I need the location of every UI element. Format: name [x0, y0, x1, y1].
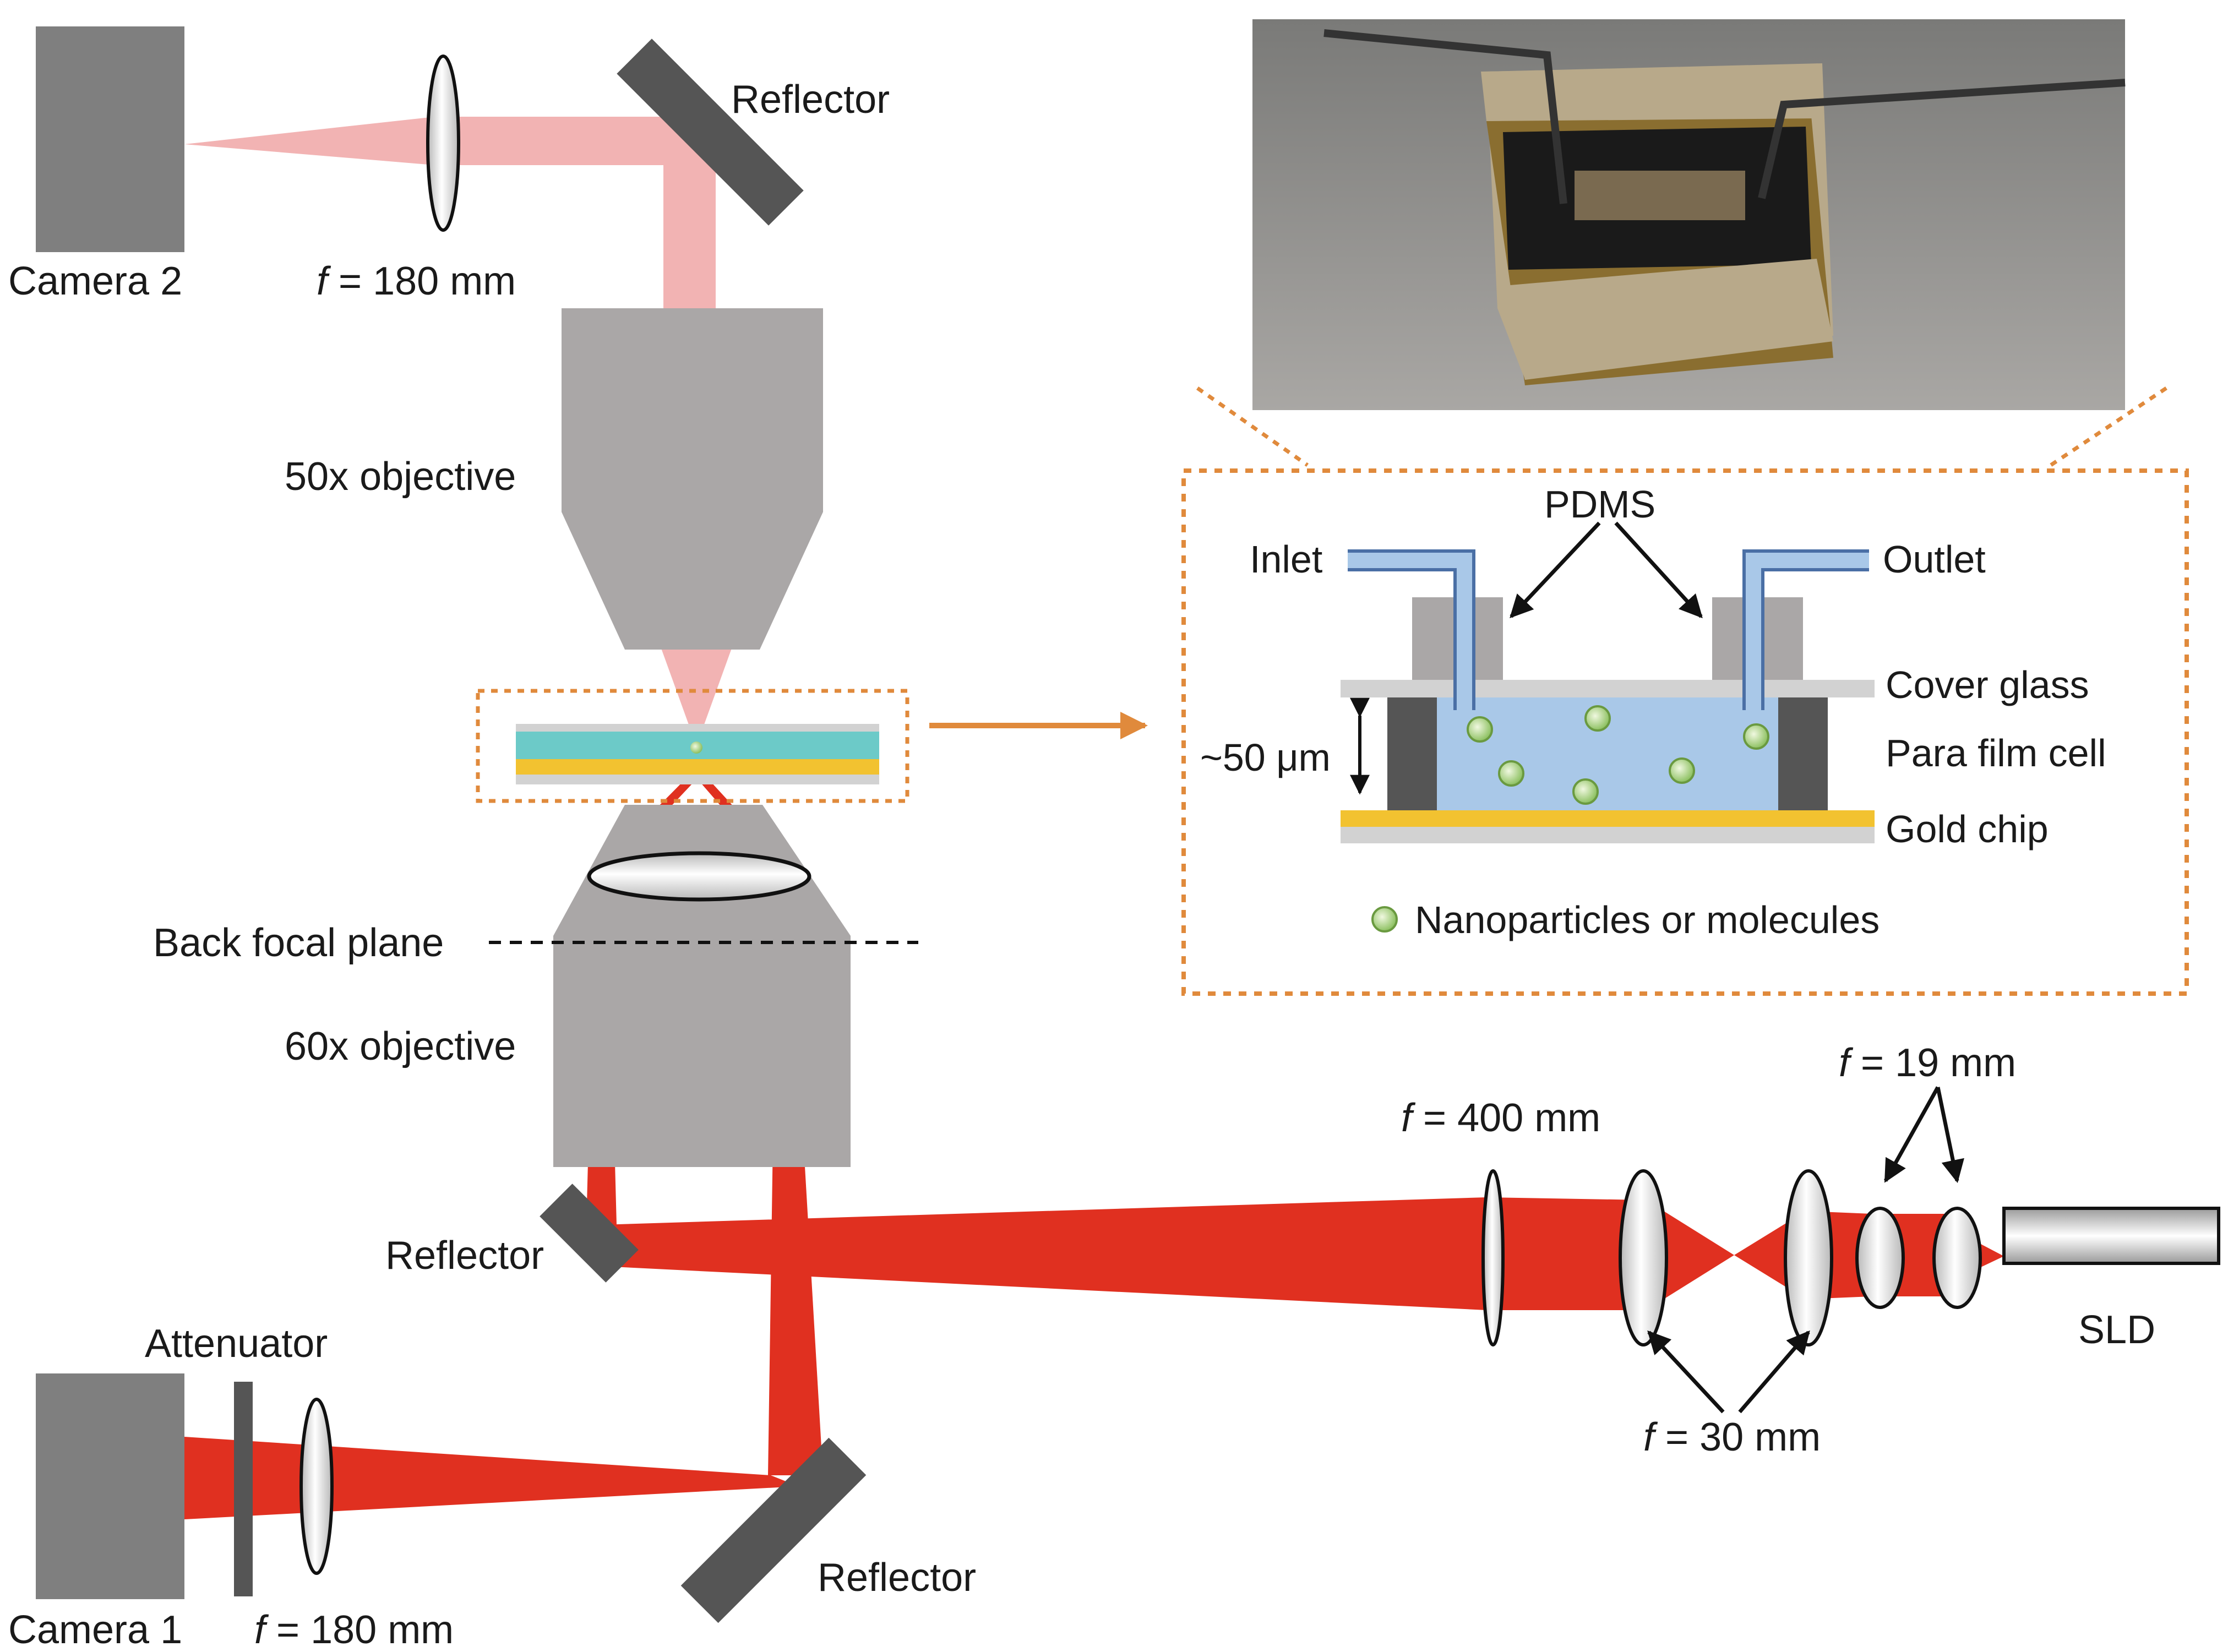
lens-30-left — [1619, 1169, 1668, 1346]
arrow-f19-left — [1883, 1086, 1940, 1183]
reflector-top — [617, 39, 804, 226]
label-60x-objective: 60x objective — [285, 1024, 516, 1068]
lens-180-bottom — [299, 1398, 334, 1575]
lens-callout-arrows — [1647, 1086, 1964, 1414]
label-camera-1: Camera 1 — [8, 1608, 182, 1652]
particle — [1584, 705, 1611, 732]
label-cover-glass: Cover glass — [1886, 663, 2089, 706]
flow-cell-inset: PDMS Inlet Outlet Cover glass Para film … — [1181, 468, 2189, 996]
inset-substrate — [1341, 827, 1875, 843]
photo-tube-right — [1758, 79, 2126, 199]
particle — [1572, 778, 1599, 805]
label-f-180-top: f = 180 mm — [317, 259, 516, 303]
inset-border — [1181, 468, 2189, 996]
arrow-pdms-right — [1614, 521, 1703, 619]
label-50x-objective: 50x objective — [285, 455, 516, 499]
label-gold-chip: Gold chip — [1886, 808, 2049, 850]
inlet-tube-inner — [1348, 553, 1472, 710]
photo-paper-top — [1481, 66, 1822, 121]
particle — [1743, 723, 1769, 750]
label-legend: Nanoparticles or molecules — [1415, 898, 1880, 941]
label-pdms: PDMS — [1544, 483, 1655, 526]
pink-beam-camera2 — [184, 117, 435, 165]
arrow-pdms-left — [1510, 521, 1601, 619]
label-f-180-bottom: f = 180 mm — [254, 1608, 454, 1652]
photo-paper-front — [1497, 259, 1833, 380]
label-f-400: f = 400 mm — [1401, 1096, 1600, 1140]
photo-zoom-lines — [1196, 386, 2167, 467]
arrow-f19-right — [1936, 1087, 1964, 1184]
label-camera-2: Camera 2 — [8, 259, 182, 303]
particle — [1498, 760, 1524, 787]
red-beam — [184, 768, 2004, 1519]
inset-particles — [1467, 705, 1769, 805]
label-outlet: Outlet — [1883, 538, 1986, 581]
red-beam-long — [600, 1197, 1486, 1310]
label-f-30: f = 30 mm — [1643, 1415, 1821, 1459]
legend-particle — [1371, 906, 1398, 933]
label-reflector-mid: Reflector — [385, 1234, 544, 1278]
arrow-f30-left — [1647, 1330, 1725, 1414]
sample-substrate — [516, 775, 879, 784]
reflector-mid — [540, 1184, 639, 1283]
para-film-right — [1778, 697, 1828, 810]
label-para-film-cell: Para film cell — [1886, 732, 2106, 775]
label-sld: SLD — [2078, 1308, 2155, 1352]
pink-beam-vertical — [663, 117, 716, 308]
outlet-tube-inner — [1746, 553, 1869, 710]
para-film-left — [1387, 697, 1437, 810]
label-f-19: f = 19 mm — [1839, 1041, 2016, 1085]
label-reflector-bottom: Reflector — [818, 1556, 976, 1600]
photo-chip-stripe — [1575, 171, 1745, 220]
pink-beam-horizontal — [435, 117, 716, 165]
particle — [1467, 716, 1493, 743]
lens-19-left — [1855, 1207, 1905, 1309]
label-back-focal-plane: Back focal plane — [153, 921, 444, 965]
objective-50x — [562, 308, 823, 650]
lens-400 — [1481, 1169, 1505, 1346]
red-beam-from-focus — [1646, 1200, 1734, 1310]
particle — [1669, 757, 1695, 784]
label-attenuator: Attenuator — [145, 1322, 328, 1366]
pdms-arrows — [1510, 521, 1703, 619]
lens-30-right — [1784, 1169, 1833, 1346]
red-beam-to-lens400 — [1486, 1197, 1646, 1310]
arrow-f30-right — [1738, 1330, 1810, 1414]
pink-beam — [184, 117, 732, 746]
reflector-bottom — [680, 1437, 867, 1623]
lens-180-top — [426, 54, 460, 232]
sample-highlight-box — [476, 689, 909, 803]
label-reflector-top: Reflector — [731, 78, 890, 122]
sld-source — [2002, 1207, 2220, 1265]
sample-particle — [690, 742, 702, 754]
red-beam-to-camera1 — [184, 1437, 798, 1519]
photo-tube-left — [1323, 29, 1567, 204]
inset-cover-glass — [1341, 680, 1875, 697]
device-photo — [1252, 19, 2126, 410]
label-inlet: Inlet — [1250, 538, 1322, 581]
camera-1 — [36, 1373, 184, 1599]
label-gap: ~50 μm — [1200, 736, 1331, 779]
pink-beam-focus — [661, 647, 732, 746]
attenuator — [234, 1382, 253, 1596]
sample-cover-glass — [516, 724, 879, 732]
sample-small — [476, 689, 909, 803]
sample-gold — [516, 759, 879, 775]
lens-60x-front — [587, 851, 811, 902]
camera-2 — [36, 26, 184, 252]
inset-gold-chip — [1341, 810, 1875, 827]
lens-19-right — [1932, 1207, 1982, 1309]
